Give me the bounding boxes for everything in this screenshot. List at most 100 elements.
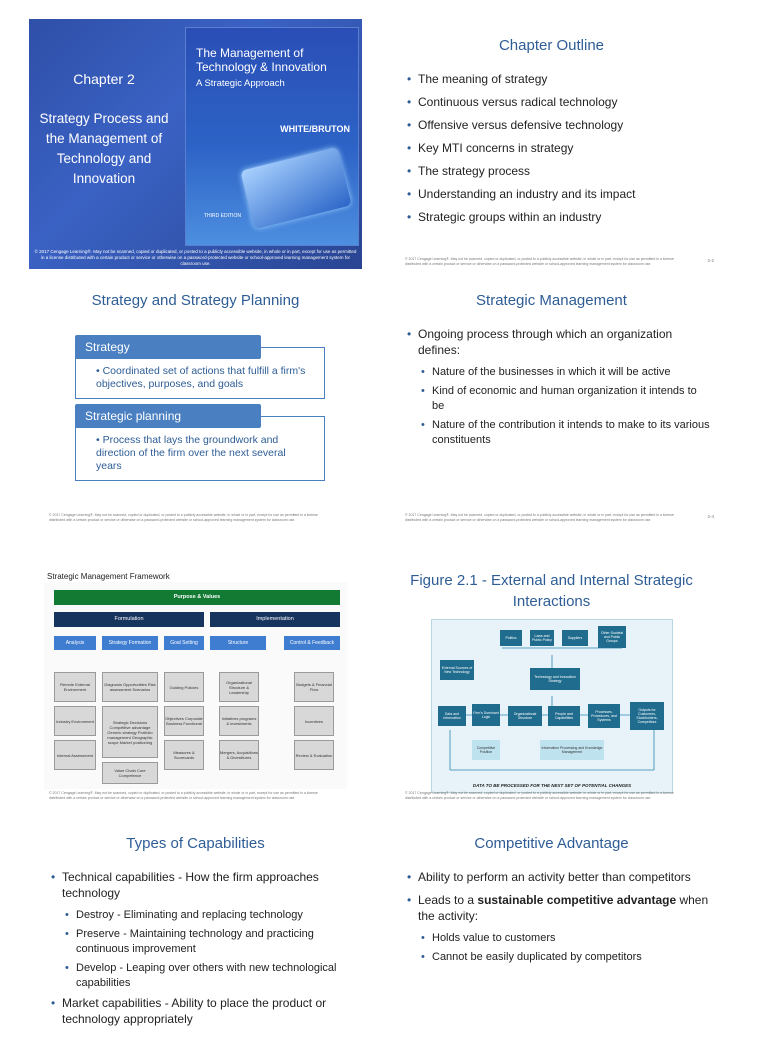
interactions-diagram: Politics Laws and Public Policy Supplier… xyxy=(431,619,673,793)
list-item: Key MTI concerns in strategy xyxy=(407,140,710,156)
framework-cell: Review & Evaluation xyxy=(294,740,334,770)
list-item: The meaning of strategy xyxy=(407,71,710,87)
list-item: Continuous versus radical technology xyxy=(407,94,710,110)
framework-cell: Organizational Structure & Leadership xyxy=(219,672,259,702)
step-strategy-formation: Strategy Formation xyxy=(102,636,158,650)
competitive-advantage-list: Ability to perform an activity better th… xyxy=(407,869,710,969)
step-structure: Structure xyxy=(210,636,266,650)
strategy-header: Strategy xyxy=(75,335,261,359)
page-number: 2-4 xyxy=(707,514,714,519)
slide-footer: © 2017 Cengage Learning®. May not be sca… xyxy=(405,257,674,266)
book-title: The Management of Technology & Innovatio… xyxy=(196,46,327,74)
chapter-number: Chapter 2 xyxy=(73,71,135,87)
list-item: Understanding an industry and its impact xyxy=(407,186,710,202)
framework-cell: Initiatives programs & investments xyxy=(219,706,259,736)
slide-strategic-management: Strategic Management Ongoing process thr… xyxy=(385,275,718,525)
implementation-phase: Implementation xyxy=(210,612,340,627)
diagram-caption: DATA TO BE PROCESSED FOR THE NEXT SET OF… xyxy=(472,783,632,788)
node-data-information: Data and Information xyxy=(438,706,466,726)
node-tech-strategy: Technology and Innovation Strategy xyxy=(530,668,580,690)
slide-strategy-planning: Strategy and Strategy Planning • Coordin… xyxy=(29,275,362,525)
node-laws: Laws and Public Policy xyxy=(530,630,554,646)
framework-cell: Measures & Scorecards xyxy=(164,740,204,770)
framework-cell: Objectives Corporate Business Functional xyxy=(164,706,204,736)
purpose-values-bar: Purpose & Values xyxy=(54,590,340,605)
list-item: Holds value to customers xyxy=(421,931,710,946)
slide-types-of-capabilities: Types of Capabilities Technical capabili… xyxy=(29,812,362,1062)
framework-diagram: Purpose & Values Formulation Implementat… xyxy=(44,582,347,789)
slide-title: Figure 2.1 - External and Internal Strat… xyxy=(410,572,693,610)
framework-cell: Guiding Policies xyxy=(164,672,204,702)
list-item: Leads to a sustainable competitive advan… xyxy=(407,892,710,924)
slide-management-framework: Strategic Management Framework Purpose &… xyxy=(29,553,362,803)
chapter-title: Strategy Process and the Management of T… xyxy=(39,111,169,186)
slide-footer: © 2017 Cengage Learning®. May not be sca… xyxy=(49,513,318,522)
tablet-illustration xyxy=(240,146,352,230)
framework-title: Strategic Management Framework xyxy=(47,572,170,581)
strategic-management-list: Ongoing process through which an organiz… xyxy=(407,326,710,452)
list-item: Preserve - Maintaining technology and pr… xyxy=(65,927,354,957)
slide-competitive-advantage: Competitive Advantage Ability to perform… xyxy=(385,812,718,1062)
framework-cell: Budgets & Financial Flow xyxy=(294,672,334,702)
list-item: Strategic groups within an industry xyxy=(407,209,710,225)
list-item: The strategy process xyxy=(407,163,710,179)
slide-title: Chapter Outline xyxy=(498,37,605,54)
slide-title: Strategic Management xyxy=(476,292,627,309)
list-item: Ability to perform an activity better th… xyxy=(407,869,710,885)
node-outputs: Outputs for Customers, Stockholders, Com… xyxy=(630,702,664,730)
book-cover-image: The Management of Technology & Innovatio… xyxy=(185,27,359,246)
emphasis-text: sustainable competitive advantage xyxy=(477,893,677,907)
strategic-planning-definition: • Process that lays the groundwork and d… xyxy=(96,434,286,472)
node-info-processing: Information Processing and Knowledge Man… xyxy=(540,740,604,760)
cover-copyright: © 2017 Cengage Learning®. May not be sca… xyxy=(34,249,357,266)
slide-title: Competitive Advantage xyxy=(474,835,629,852)
book-authors: WHITE/BRUTON xyxy=(280,124,350,134)
framework-cell: Remote External Environment xyxy=(54,672,96,702)
node-other-groups: Other Societal and Public Groups xyxy=(598,626,626,648)
framework-cell: Value Chain Core Competence xyxy=(102,762,158,784)
framework-cell: Strategic Decisions Competitive advantag… xyxy=(102,706,158,758)
node-external-sources: External Sources of New Technology xyxy=(440,660,474,680)
framework-cell: Diagnosis Opportunities Risk assessment … xyxy=(102,672,158,702)
book-subtitle: A Strategic Approach xyxy=(196,78,285,89)
slide-title: Types of Capabilities xyxy=(126,835,265,852)
list-item: Kind of economic and human organization … xyxy=(421,384,710,414)
framework-cell: Industry Environment xyxy=(54,706,96,736)
framework-cell: Mergers, Acquisitions & Divestitures xyxy=(219,740,259,770)
list-item: Offensive versus defensive technology xyxy=(407,117,710,133)
node-processes: Processes, Procedures, and Systems xyxy=(588,704,620,728)
list-item: Market capabilities - Ability to place t… xyxy=(51,995,354,1027)
slide-footer: © 2017 Cengage Learning®. May not be sca… xyxy=(405,513,674,522)
list-item: Ongoing process through which an organiz… xyxy=(407,326,710,358)
framework-cell: Internal Assessment xyxy=(54,740,96,770)
list-item: Cannot be easily duplicated by competito… xyxy=(421,950,710,965)
slide-figure-2-1: Figure 2.1 - External and Internal Strat… xyxy=(385,553,718,803)
node-suppliers: Suppliers xyxy=(562,630,588,646)
node-firm-logic: Firm's Dominant Logic xyxy=(472,704,500,726)
list-item: Nature of the businesses in which it wil… xyxy=(421,365,710,380)
capabilities-list: Technical capabilities - How the firm ap… xyxy=(51,869,354,1034)
step-goal-setting: Goal Setting xyxy=(164,636,204,650)
slide-footer: © 2017 Cengage Learning®. May not be sca… xyxy=(405,791,674,800)
node-competitive-position: Competitive Position xyxy=(472,740,500,760)
formulation-phase: Formulation xyxy=(54,612,204,627)
step-control-feedback: Control & Feedback xyxy=(284,636,340,650)
step-analysis: Analysis xyxy=(54,636,96,650)
list-item: Technical capabilities - How the firm ap… xyxy=(51,869,354,901)
slide-cover: Chapter 2 Strategy Process and the Manag… xyxy=(29,19,362,269)
list-item: Develop - Leaping over others with new t… xyxy=(65,961,354,991)
book-edition: THIRD EDITION xyxy=(204,213,241,219)
slide-title: Strategy and Strategy Planning xyxy=(91,292,300,309)
strategic-planning-header: Strategic planning xyxy=(75,404,261,428)
list-item: Destroy - Eliminating and replacing tech… xyxy=(65,908,354,923)
slide-chapter-outline: Chapter Outline The meaning of strategy … xyxy=(385,19,718,269)
outline-list: The meaning of strategy Continuous versu… xyxy=(407,71,710,232)
slide-footer: © 2017 Cengage Learning®. May not be sca… xyxy=(49,791,318,800)
node-people: People and Capabilities xyxy=(548,706,580,726)
page-number: 2-2 xyxy=(707,258,714,263)
framework-cell: Incentives xyxy=(294,706,334,736)
list-item: Nature of the contribution it intends to… xyxy=(421,418,710,448)
strategy-definition: • Coordinated set of actions that fulfil… xyxy=(96,365,306,390)
node-org-structure: Organizational Structure xyxy=(508,706,542,726)
node-politics: Politics xyxy=(500,630,522,646)
